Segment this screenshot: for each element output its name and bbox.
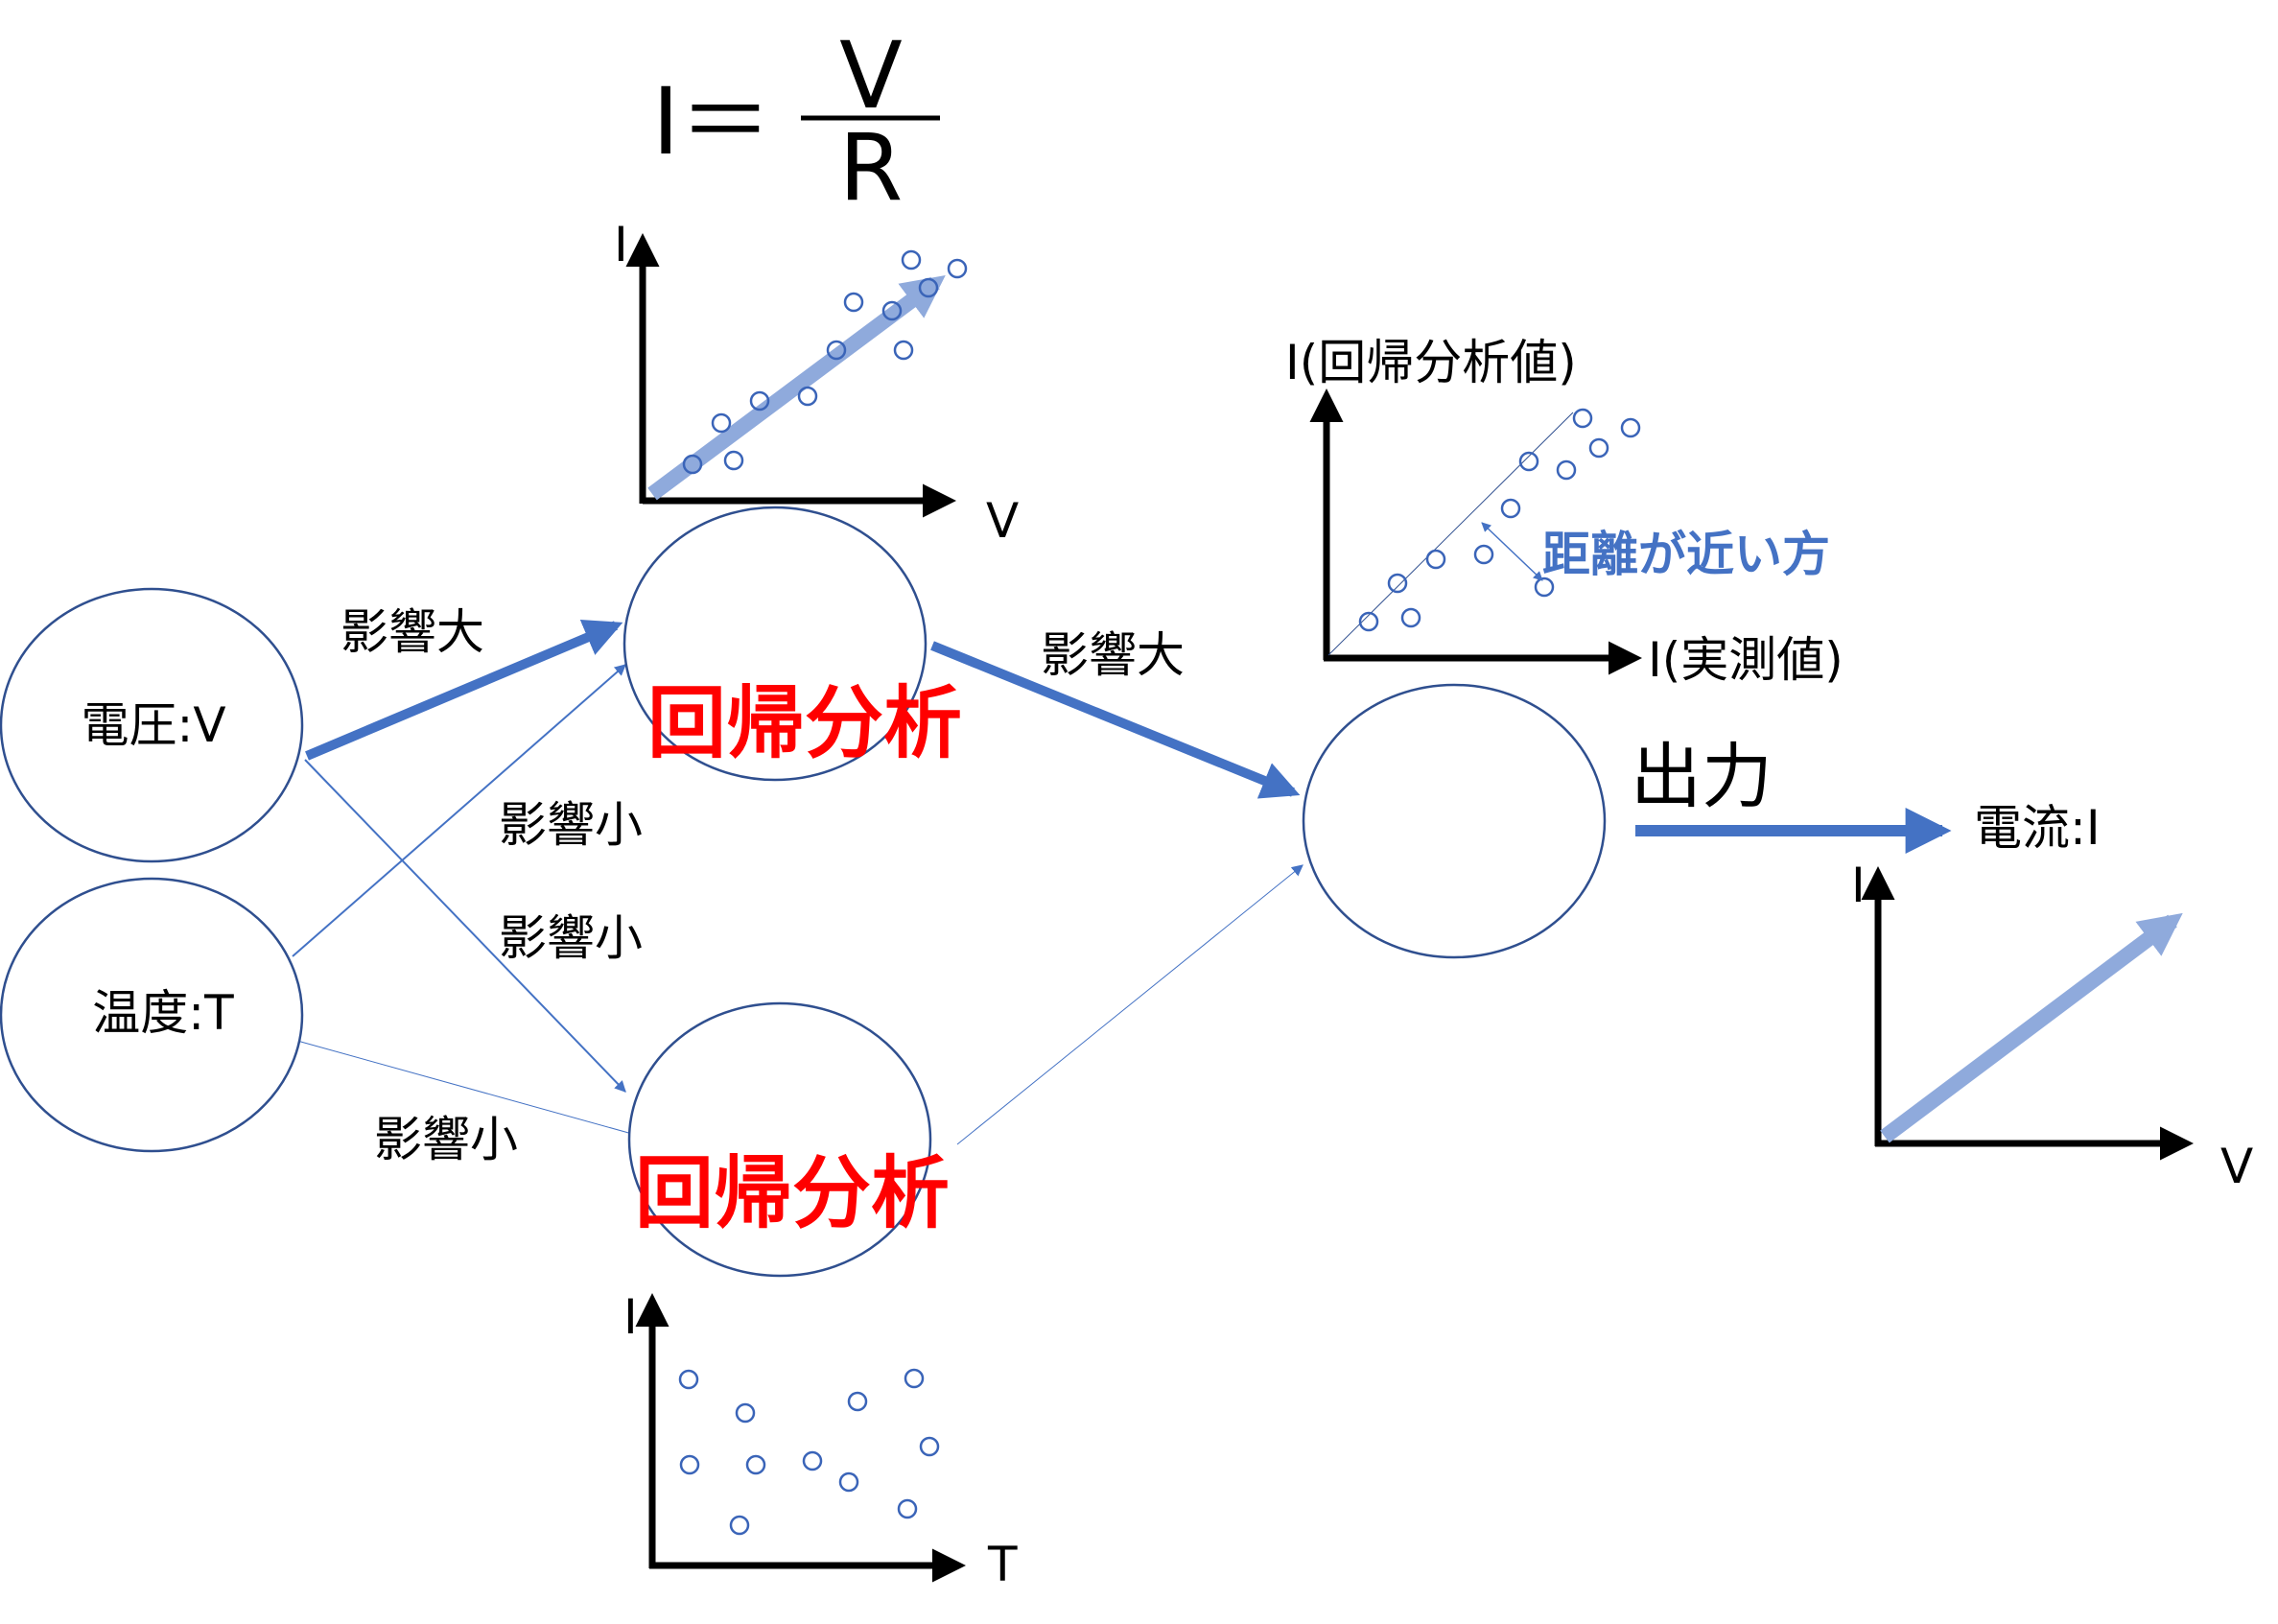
thin-arrows (292, 664, 1303, 1145)
formula-lhs: I＝ (652, 68, 771, 176)
data-point (1425, 549, 1446, 570)
ti-x-label: T (987, 1537, 1018, 1592)
data-point (1387, 573, 1408, 594)
output-y-label: I (1851, 858, 1866, 913)
vi-x-label: V (986, 493, 1019, 549)
data-point (947, 258, 968, 279)
data-point (1572, 408, 1593, 429)
vi-scatter-chart: I V (614, 217, 1019, 549)
data-point (1500, 498, 1521, 519)
edge-label-regression-1-to-output: 影響大 (1041, 627, 1185, 683)
data-point (843, 292, 864, 313)
data-point (901, 249, 922, 271)
vi-y-label: I (614, 217, 628, 272)
formula-denominator: R (839, 114, 904, 222)
data-point (1518, 451, 1539, 472)
ti-data-points (678, 1368, 940, 1536)
compare-x-label: I(実測値) (1648, 632, 1844, 688)
regression-label-1: 回帰分析 (647, 678, 962, 769)
edge-label-temperature-to-regression-2: 影響小 (374, 1112, 518, 1167)
data-point (919, 1436, 940, 1457)
data-point (1358, 611, 1379, 632)
edge-label-voltage-to-regression-2: 影響小 (499, 910, 643, 966)
vi-data-points (682, 249, 968, 475)
arrow-regression-2-to-output (956, 864, 1303, 1145)
arrow-temperature-to-regression-2 (296, 1040, 651, 1142)
compare-data-points (1358, 408, 1641, 632)
voltage-node (0, 587, 304, 863)
data-point (678, 1369, 699, 1390)
edge-label-voltage-to-regression-1: 影響大 (341, 604, 484, 660)
arrow-regression-1-to-output (930, 641, 1301, 799)
comparison-chart: I(回帰分析値) I(実測値) 距離が近い方 (1285, 335, 1844, 688)
data-point (1400, 607, 1421, 628)
data-point (729, 1515, 750, 1536)
data-point (897, 1498, 918, 1519)
data-point (749, 390, 770, 412)
data-point (711, 412, 732, 434)
distance-arrow (1481, 522, 1543, 581)
voltage-label: 電圧:V (81, 697, 225, 753)
data-point (838, 1471, 859, 1493)
output-trend-arrow (1880, 912, 2183, 1143)
edge-label-temperature-to-regression-1: 影響小 (499, 797, 643, 853)
data-point (847, 1391, 868, 1412)
current-label: 電流:I (1974, 800, 2101, 856)
output-x-label: V (2220, 1139, 2253, 1194)
data-point (682, 454, 703, 475)
distance-note: 距離が近い方 (1542, 527, 1830, 582)
regression-node-1 (622, 506, 928, 782)
arrow-voltage-to-regression-1 (305, 620, 623, 761)
temperature-label: 温度:T (92, 985, 234, 1041)
arrow-voltage-to-regression-2 (304, 759, 626, 1093)
data-point (745, 1454, 766, 1475)
ti-y-label: I (623, 1289, 638, 1345)
ideal-line (1327, 412, 1574, 656)
data-point (735, 1402, 756, 1424)
data-point (1588, 437, 1609, 459)
regression-label-2: 回帰分析 (635, 1148, 950, 1239)
temperature-node (0, 877, 304, 1153)
data-point (1534, 577, 1555, 598)
ohms-law-formula: I＝ V R (652, 22, 940, 222)
data-point (1473, 544, 1494, 565)
output-chart: I V (1851, 858, 2253, 1194)
data-point (797, 386, 818, 407)
ti-scatter-chart: I T (623, 1289, 1018, 1592)
output-label: 出力 (1631, 736, 1773, 818)
data-point (893, 340, 914, 361)
data-point (881, 300, 903, 321)
data-point (802, 1450, 823, 1471)
compare-y-label: I(回帰分析値) (1285, 335, 1577, 390)
output-node (1302, 683, 1607, 959)
regression-node-2 (627, 1001, 932, 1278)
data-point (723, 450, 744, 471)
data-point (1620, 417, 1641, 438)
arrow-temperature-to-regression-1 (292, 664, 626, 957)
data-point (918, 277, 939, 298)
vi-trend-arrow (647, 274, 946, 501)
data-point (826, 340, 847, 361)
data-point (904, 1368, 925, 1389)
formula-numerator: V (839, 22, 903, 129)
thick-arrows (305, 620, 1952, 854)
data-point (1556, 459, 1577, 481)
data-point (679, 1454, 700, 1475)
